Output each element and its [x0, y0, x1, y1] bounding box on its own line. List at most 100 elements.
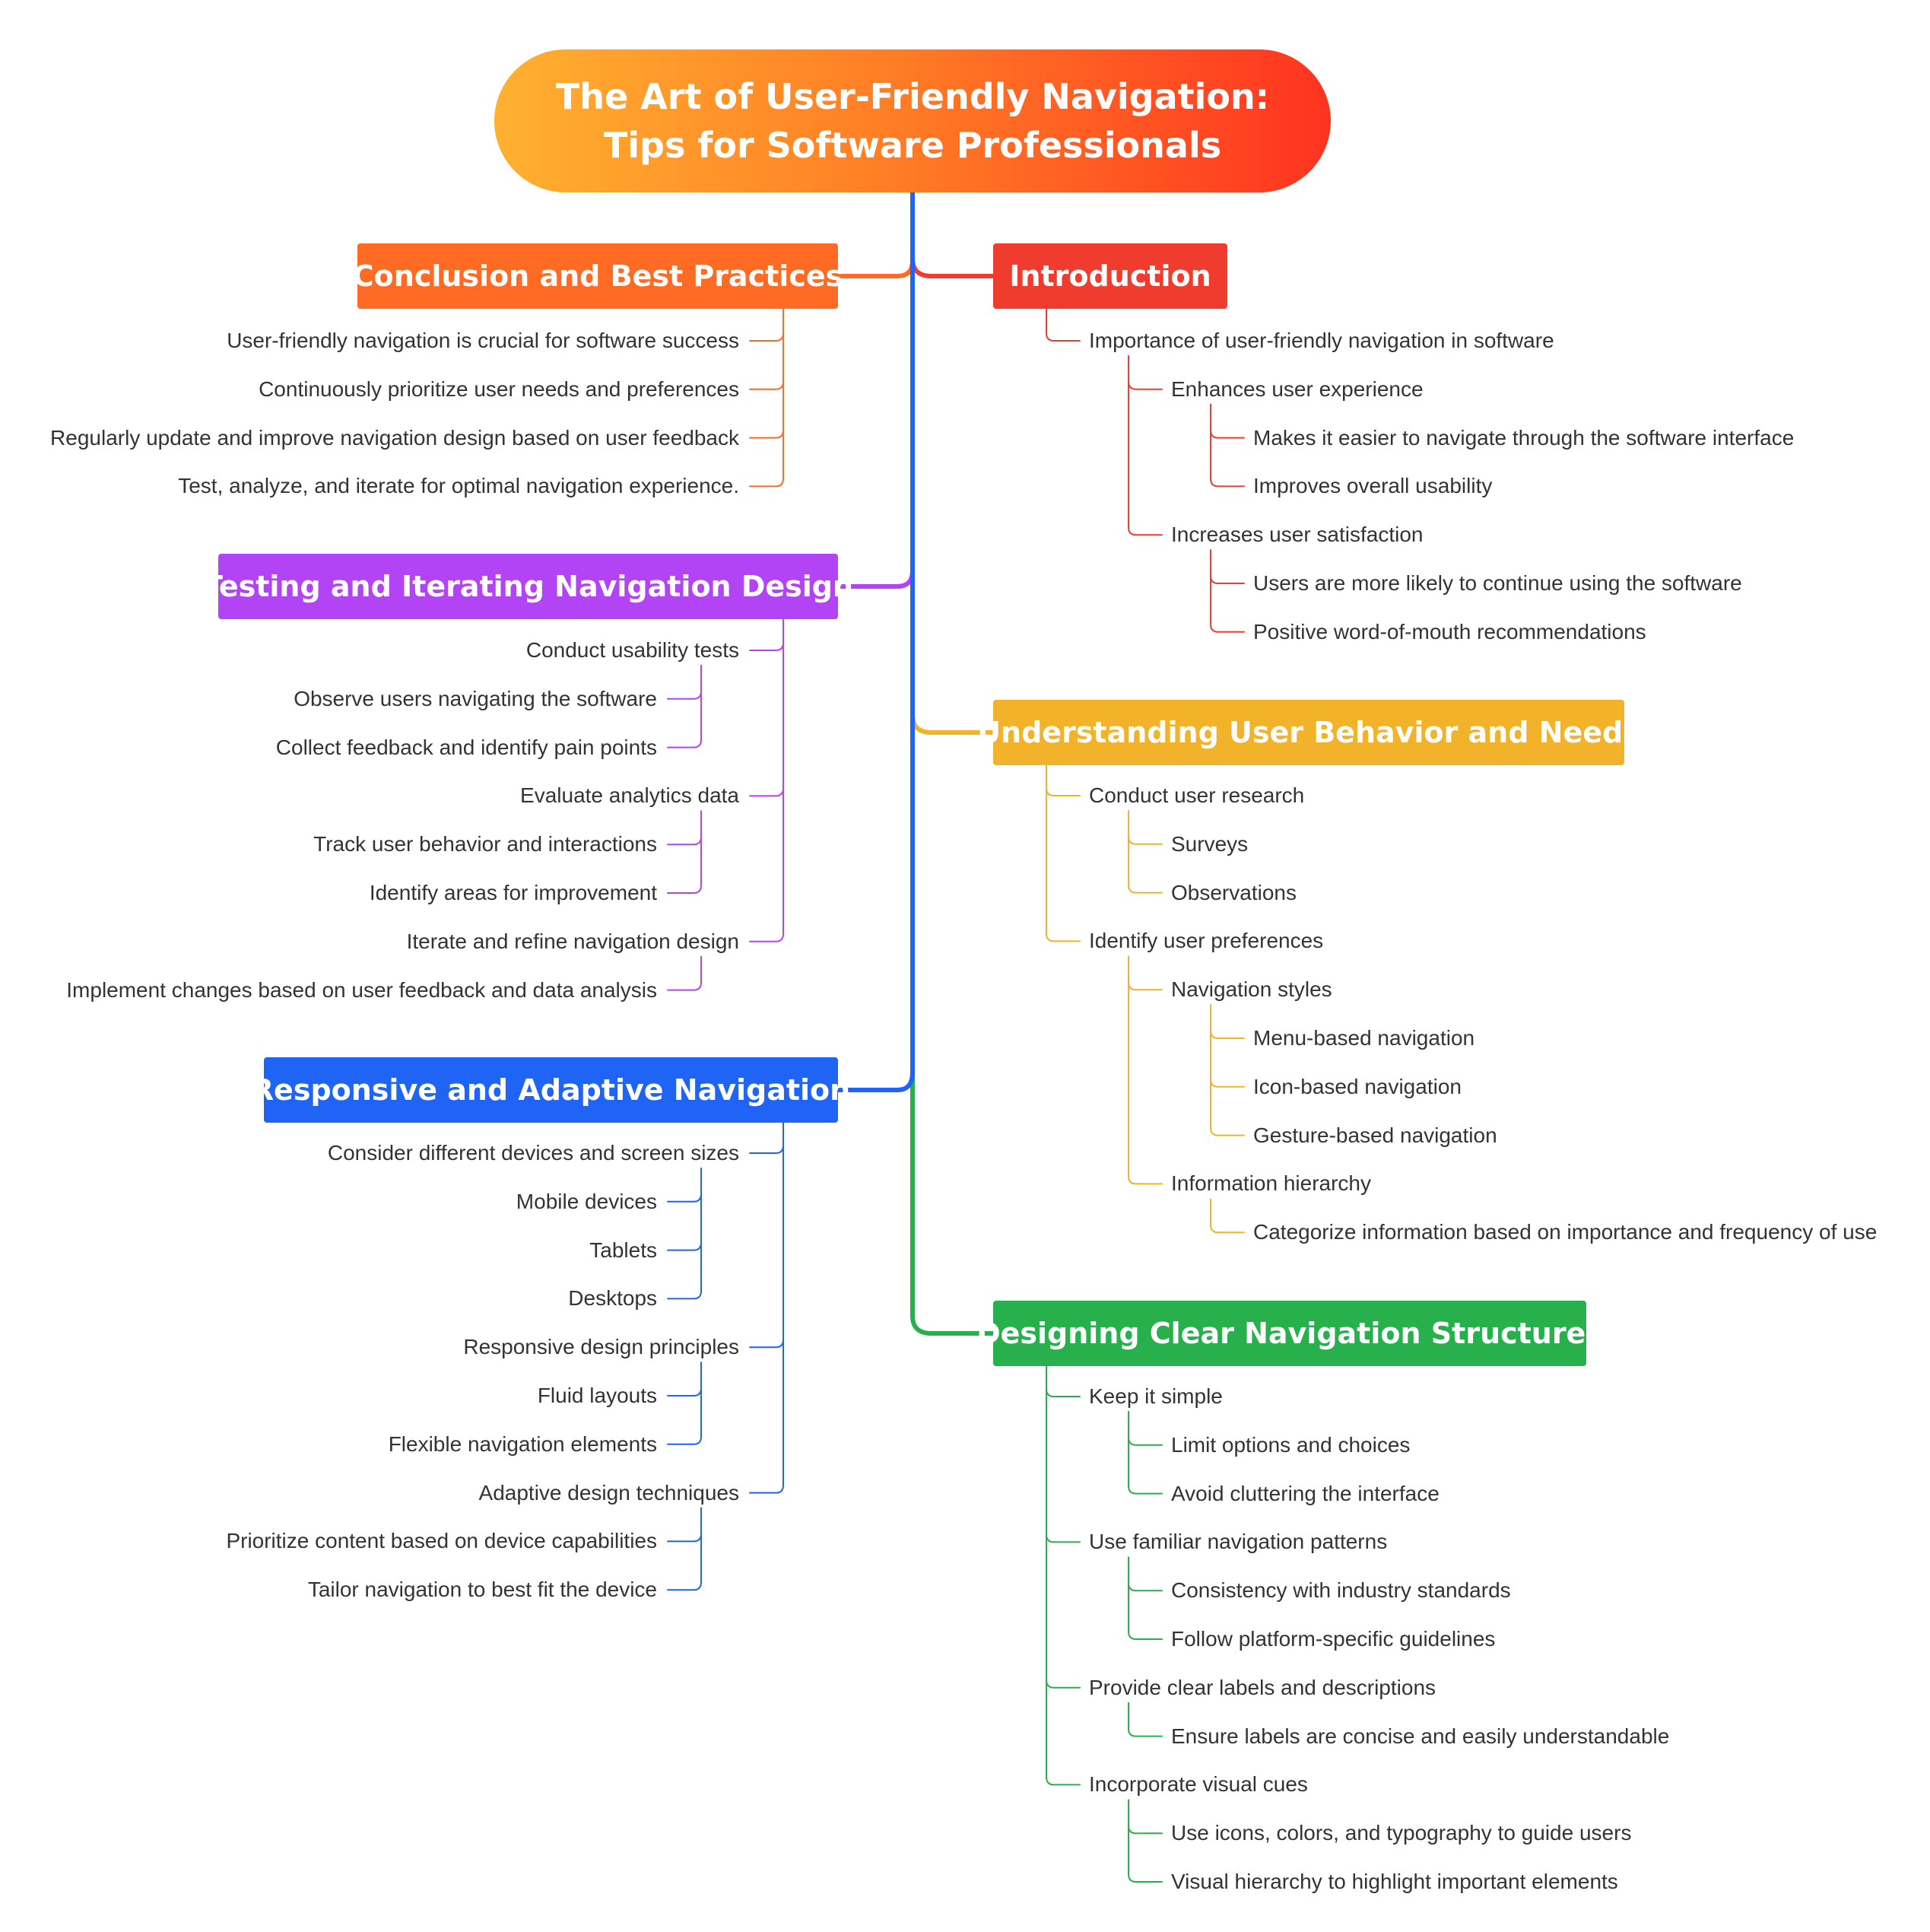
- connector-responsive: [667, 1168, 702, 1203]
- connector-conclusion: [749, 308, 784, 439]
- topic-node[interactable]: Surveys: [1171, 831, 1249, 856]
- topic-node[interactable]: Track user behavior and interactions: [313, 832, 657, 856]
- connector-conclusion: [749, 308, 784, 342]
- connector-introduction: [1210, 549, 1245, 633]
- connector-responsive: [667, 1362, 702, 1445]
- branch-designing-navigation[interactable]: Designing Clear Navigation Structures: [976, 1301, 1603, 1366]
- topic-node[interactable]: Ensure labels are concise and easily und…: [1171, 1724, 1670, 1748]
- trunk-testing: [836, 190, 915, 589]
- connector-introduction: [1210, 403, 1245, 439]
- topic-node[interactable]: Tailor navigation to best fit the device: [307, 1578, 657, 1602]
- connector-understanding: [1128, 810, 1163, 894]
- topic-node[interactable]: Use icons, colors, and typography to gui…: [1171, 1821, 1632, 1845]
- topic-node[interactable]: Categorize information based on importan…: [1253, 1220, 1878, 1244]
- connector-designing: [1128, 1702, 1163, 1737]
- connector-designing: [1128, 1556, 1163, 1640]
- topic-node[interactable]: Use familiar navigation patterns: [1089, 1530, 1388, 1554]
- topic-node[interactable]: Test, analyze, and iterate for optimal n…: [178, 474, 739, 498]
- topic-node[interactable]: Avoid cluttering the interface: [1171, 1481, 1440, 1505]
- topic-node[interactable]: Tablets: [589, 1238, 657, 1262]
- topic-node[interactable]: User-friendly navigation is crucial for …: [227, 329, 739, 352]
- topic-node[interactable]: Positive word-of-mouth recommendations: [1253, 619, 1646, 643]
- topic-node[interactable]: Desktops: [568, 1286, 657, 1311]
- topic-node[interactable]: Incorporate visual cues: [1089, 1772, 1308, 1797]
- connector-understanding: [1210, 1198, 1245, 1234]
- branch-testing-label: Testing and Iterating Navigation Design: [202, 570, 854, 603]
- topic-node[interactable]: Importance of user-friendly navigation i…: [1089, 329, 1554, 352]
- connector-designing: [1128, 1799, 1163, 1835]
- topic-node[interactable]: Increases user satisfaction: [1171, 523, 1424, 547]
- topic-node[interactable]: Mobile devices: [516, 1189, 657, 1213]
- connector-testing: [749, 618, 784, 651]
- connector-responsive: [667, 1168, 702, 1251]
- connector-introduction: [1210, 403, 1245, 488]
- topic-node[interactable]: Improves overall usability: [1253, 474, 1493, 498]
- connector-responsive: [749, 1122, 784, 1494]
- topic-node[interactable]: Observations: [1171, 880, 1297, 904]
- topic-node[interactable]: Gesture-based navigation: [1253, 1123, 1497, 1147]
- topic-node[interactable]: Identify areas for improvement: [369, 881, 657, 904]
- branch-conclusion-label: Conclusion and Best Practices: [352, 259, 843, 293]
- topic-node[interactable]: Adaptive design techniques: [478, 1480, 739, 1505]
- topic-node[interactable]: Menu-based navigation: [1253, 1026, 1475, 1050]
- topic-node[interactable]: Provide clear labels and descriptions: [1089, 1675, 1436, 1699]
- topic-node[interactable]: Conduct usability tests: [525, 638, 739, 662]
- topic-node[interactable]: Information hierarchy: [1171, 1171, 1372, 1196]
- topic-node[interactable]: Fluid layouts: [537, 1384, 657, 1407]
- connector-understanding: [1046, 764, 1081, 796]
- connector-testing: [667, 955, 702, 991]
- connector-introduction: [1128, 355, 1163, 390]
- topic-node[interactable]: Iterate and refine navigation design: [406, 929, 739, 953]
- topic-node[interactable]: Collect feedback and identify pain point…: [275, 735, 657, 759]
- topic-node[interactable]: Responsive design principles: [463, 1335, 739, 1359]
- connector-responsive: [667, 1507, 702, 1543]
- connector-understanding: [1210, 1004, 1245, 1039]
- branch-responsive[interactable]: Responsive and Adaptive Navigation: [252, 1057, 850, 1123]
- connector-understanding: [1128, 810, 1163, 845]
- connector-testing: [667, 810, 702, 894]
- branch-understanding-label: Understanding User Behavior and Needs: [977, 716, 1640, 749]
- connector-designing: [1128, 1411, 1163, 1495]
- topic-node[interactable]: Icon-based navigation: [1253, 1074, 1462, 1098]
- connector-testing: [667, 665, 702, 700]
- topic-node[interactable]: Prioritize content based on device capab…: [226, 1529, 657, 1553]
- connector-designing: [1046, 1365, 1081, 1786]
- topic-node[interactable]: Makes it easier to navigate through the …: [1253, 425, 1795, 450]
- topic-node[interactable]: Evaluate analytics data: [520, 783, 739, 808]
- topic-node[interactable]: Keep it simple: [1089, 1384, 1223, 1408]
- central-topic[interactable]: The Art of User-Friendly Navigation: Tip…: [494, 49, 1331, 192]
- topic-node[interactable]: Enhances user experience: [1171, 377, 1424, 401]
- topic-node[interactable]: Follow platform-specific guidelines: [1171, 1627, 1496, 1651]
- topic-node[interactable]: Continuously prioritize user needs and p…: [259, 377, 739, 401]
- branch-understanding-user-behavior[interactable]: Understanding User Behavior and Needs: [977, 700, 1640, 765]
- branch-introduction-label: Introduction: [1009, 259, 1211, 293]
- topic-node[interactable]: Conduct user research: [1089, 783, 1305, 807]
- topic-node[interactable]: Implement changes based on user feedback…: [66, 977, 657, 1002]
- topic-node[interactable]: Observe users navigating the software: [294, 686, 657, 710]
- branch-testing[interactable]: Testing and Iterating Navigation Design: [203, 554, 853, 619]
- connector-introduction: [1128, 355, 1163, 536]
- topic-node[interactable]: Flexible navigation elements: [388, 1432, 657, 1456]
- trunk-conclusion: [836, 190, 915, 278]
- connector-testing: [749, 618, 784, 942]
- topic-node[interactable]: Consistency with industry standards: [1171, 1578, 1511, 1603]
- topic-node[interactable]: Limit options and choices: [1171, 1432, 1411, 1457]
- connector-designing: [1046, 1365, 1081, 1689]
- connector-responsive: [749, 1122, 784, 1154]
- topic-node[interactable]: Regularly update and improve navigation …: [50, 425, 739, 450]
- branch-introduction[interactable]: Introduction: [993, 243, 1227, 309]
- connector-designing: [1128, 1411, 1163, 1446]
- trunk-designing: [910, 190, 995, 1336]
- connector-understanding: [1046, 764, 1081, 942]
- topic-node[interactable]: Identify user preferences: [1089, 929, 1324, 953]
- topic-node[interactable]: Navigation styles: [1171, 977, 1332, 1002]
- branch-conclusion[interactable]: Conclusion and Best Practices: [353, 243, 843, 309]
- connector-understanding: [1210, 1004, 1245, 1136]
- topic-node[interactable]: Users are more likely to continue using …: [1253, 571, 1742, 595]
- connector-understanding: [1128, 955, 1163, 1185]
- connector-designing: [1046, 1365, 1081, 1543]
- topic-node[interactable]: Visual hierarchy to highlight important …: [1171, 1870, 1618, 1893]
- topic-node[interactable]: Consider different devices and screen si…: [327, 1141, 739, 1165]
- connector-introduction: [1210, 549, 1245, 584]
